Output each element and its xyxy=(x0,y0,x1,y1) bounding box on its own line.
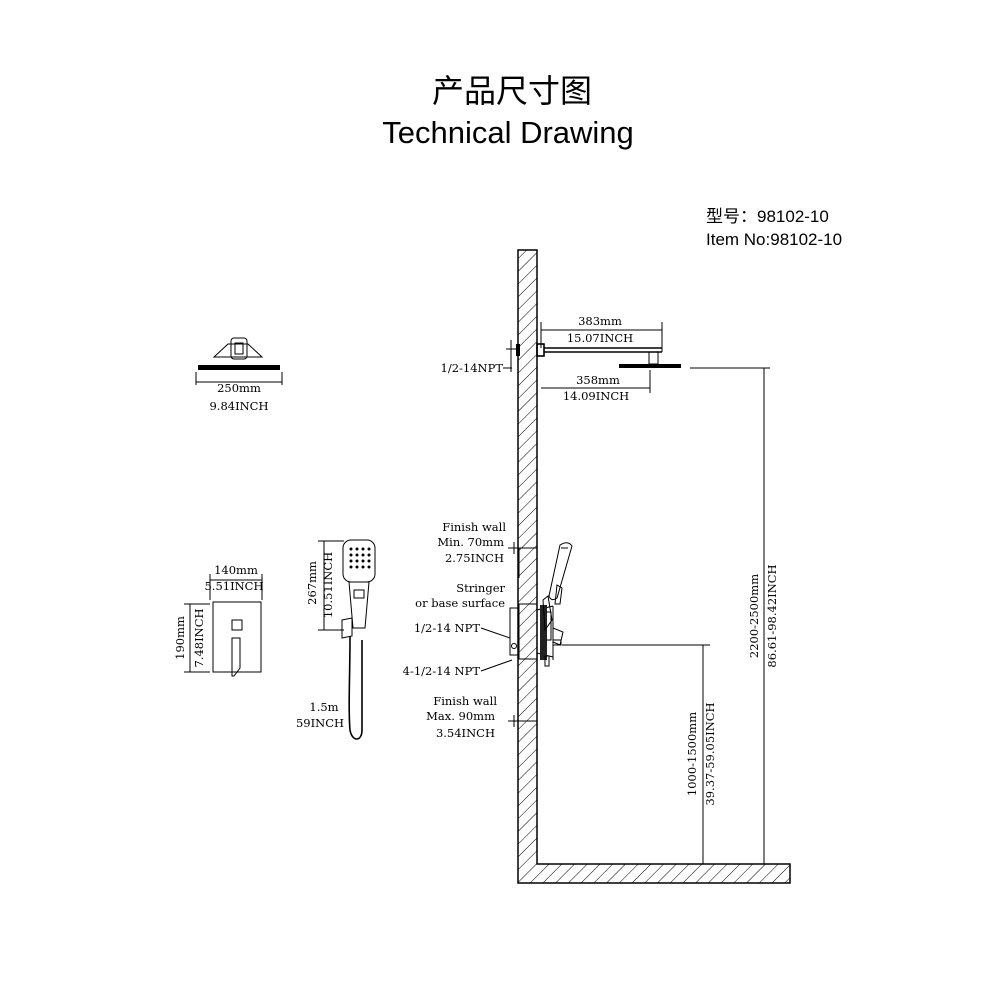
item-number-cn: 型号：98102-10 xyxy=(706,207,829,226)
finish-min-line1: Finish wall xyxy=(442,520,506,534)
finish-min-line3: 2.75INCH xyxy=(445,551,504,565)
title-cn: 产品尺寸图 xyxy=(432,72,592,110)
plate-width-mm: 140mm xyxy=(214,563,258,577)
finish-max-line2: Max. 90mm xyxy=(426,709,495,723)
finish-min-line2: Min. 70mm xyxy=(437,535,504,549)
plate-height-mm: 190mm xyxy=(173,616,187,660)
valve-height-mm: 1000-1500mm xyxy=(685,712,699,796)
plate-width-in: 5.51INCH xyxy=(204,579,263,593)
stringer-line1: Stringer xyxy=(456,581,505,595)
stringer-label: Stringer or base surface xyxy=(415,581,505,610)
valve-npt: 1/2-14 NPT xyxy=(414,621,480,635)
top-shower-width-mm: 250mm xyxy=(217,381,261,395)
arm-npt-label: 1/2-14NPT xyxy=(441,340,516,375)
valve-height-in: 39.37-59.05INCH xyxy=(703,702,717,805)
hand-length-in: 10.51INCH xyxy=(321,552,335,618)
stringer-line2: or base surface xyxy=(415,596,505,610)
arm-npt: 1/2-14NPT xyxy=(441,361,504,375)
finish-max-line3: 3.54INCH xyxy=(436,726,495,740)
hose-length-in: 59INCH xyxy=(296,716,344,730)
finish-wall-max-dimension: Finish wall Max. 90mm 3.54INCH xyxy=(426,694,538,740)
arm-length-dimension: 383mm 15.07INCH xyxy=(540,314,663,348)
title-en: Technical Drawing xyxy=(382,115,634,150)
arm-length-mm: 383mm xyxy=(578,314,622,328)
arm-head-mm: 358mm xyxy=(576,373,620,387)
shower-arm xyxy=(516,343,663,365)
hand-shower-view: 267mm 10.51INCH 1.5m 59INCH xyxy=(296,539,376,740)
valve-height-dimension: 1000-1500mm 39.37-59.05INCH xyxy=(562,644,717,864)
hose-length-m: 1.5m xyxy=(309,700,338,714)
plate-height-in: 7.48INCH xyxy=(192,608,206,667)
mixer-valve xyxy=(509,548,575,667)
valve-npt-labels: 1/2-14 NPT 4-1/2-14 NPT xyxy=(403,621,513,678)
finish-max-line1: Finish wall xyxy=(433,694,497,708)
head-height-mm: 2200-2500mm xyxy=(747,574,761,658)
overhead-shower-head xyxy=(619,364,681,368)
top-shower-width-in: 9.84INCH xyxy=(209,399,268,413)
valve-npt-4: 4-1/2-14 NPT xyxy=(403,664,481,678)
arm-head-in: 14.09INCH xyxy=(563,389,629,403)
arm-head-dimension: 358mm 14.09INCH xyxy=(541,370,651,403)
head-height-in: 86.61-98.42INCH xyxy=(765,564,779,667)
item-number-en: Item No:98102-10 xyxy=(706,230,842,249)
arm-length-in: 15.07INCH xyxy=(567,331,633,345)
wall-floor xyxy=(517,249,791,884)
handheld-on-wall xyxy=(542,542,573,632)
finish-wall-min-dimension: Finish wall Min. 70mm 2.75INCH xyxy=(437,520,538,565)
shower-head-side-view: 250mm 9.84INCH xyxy=(195,337,283,413)
head-height-dimension: 2200-2500mm 86.61-98.42INCH xyxy=(690,367,779,864)
trim-plate-view: 140mm 5.51INCH 190mm 7.48INCH xyxy=(173,563,264,677)
hand-length-mm: 267mm xyxy=(305,561,319,605)
